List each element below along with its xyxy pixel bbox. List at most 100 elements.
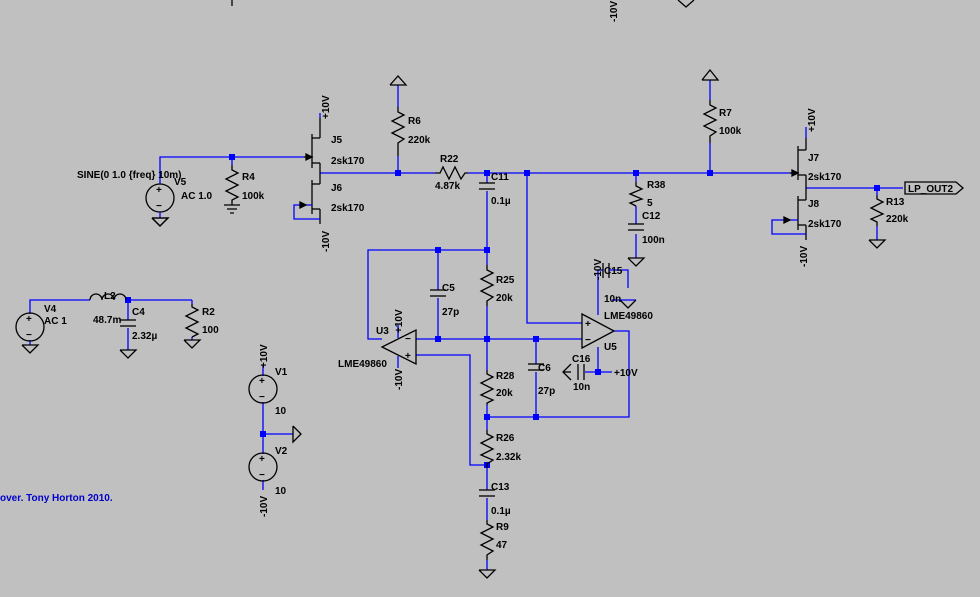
resistor-r25[interactable]: R25 20k: [479, 265, 515, 306]
jfet-j5[interactable]: +10V J5 2sk170: [304, 95, 365, 173]
capacitor-c12[interactable]: C12 100n: [628, 211, 665, 246]
r28-value: 20k: [496, 388, 513, 399]
voltage-source-v5[interactable]: + − SINE(0 1.0 {freq} 10m) V5 AC 1.0: [77, 170, 213, 227]
c12-value: 100n: [642, 235, 665, 246]
u3-plus: +: [405, 351, 411, 362]
v5-value: AC 1.0: [181, 191, 213, 202]
c5-value: 27p: [442, 307, 459, 318]
opamp-u5[interactable]: + − U5 LME49860: [581, 311, 653, 353]
r26-value: 2.32k: [496, 452, 521, 463]
resistor-r26[interactable]: R26 2.32k: [479, 430, 521, 468]
r22-ref: R22: [440, 154, 459, 165]
r26-ref: R26: [496, 433, 515, 444]
l2-ref: L2: [104, 291, 116, 302]
v1-supply: +10V: [259, 344, 270, 368]
c16-supply: +10V: [614, 368, 638, 379]
c4-value: 2.32µ: [132, 331, 157, 342]
capacitor-c16[interactable]: C16 10n +10V: [562, 354, 638, 393]
inductor-l2[interactable]: L2 48.7m: [89, 291, 128, 326]
capacitor-c13[interactable]: C13 0.1µ: [479, 482, 511, 517]
resistor-r4[interactable]: R4 100k: [224, 165, 265, 214]
u5-value: LME49860: [604, 311, 653, 322]
v2-ref: V2: [275, 446, 288, 457]
j7-value: 2sk170: [808, 172, 842, 183]
c15-value: 10n: [604, 294, 621, 305]
r4-value: 100k: [242, 191, 265, 202]
v1-value: 10: [275, 406, 287, 417]
svg-text:−: −: [156, 201, 162, 212]
r6-value: 220k: [408, 135, 431, 146]
u3-supply-top: +10V: [394, 309, 405, 333]
c6-ref: C6: [538, 363, 551, 374]
opamp-u3[interactable]: − + +10V -10V U3 LME49860: [338, 309, 417, 390]
c12-ref: C12: [642, 211, 661, 222]
resistor-r13[interactable]: R13 220k: [869, 195, 909, 226]
v5-ref: V5: [174, 177, 187, 188]
svg-text:−: −: [26, 330, 32, 341]
resistor-r38[interactable]: R38 5: [628, 180, 666, 209]
capacitor-c15[interactable]: -10V C15 10n: [593, 259, 637, 309]
j8-supply: -10V: [799, 246, 810, 267]
capacitor-c5[interactable]: C5 27p: [430, 283, 459, 318]
voltage-source-v1[interactable]: + − +10V V1 10: [248, 344, 288, 417]
capacitor-c6[interactable]: C6 27p: [528, 363, 555, 397]
j5-value: 2sk170: [331, 156, 365, 167]
v2-supply: -10V: [259, 496, 270, 517]
jfet-j7[interactable]: +10V J7 2sk170: [790, 108, 842, 190]
j8-value: 2sk170: [808, 219, 842, 230]
resistor-r2[interactable]: R2 100: [184, 304, 219, 338]
c15-ref: C15: [604, 266, 623, 277]
c15-supply: -10V: [593, 259, 604, 280]
wires: [29, 80, 903, 570]
resistor-r7[interactable]: R7 100k: [702, 100, 742, 143]
u5-minus: −: [585, 335, 591, 346]
v5-source: SINE(0 1.0 {freq} 10m): [77, 170, 182, 181]
u3-supply-bottom: -10V: [394, 369, 405, 390]
r38-ref: R38: [647, 180, 666, 191]
r2-ref: R2: [202, 307, 215, 318]
svg-text:−: −: [259, 470, 265, 481]
capacitor-c11[interactable]: C11 0.1µ: [479, 172, 511, 207]
j7-supply: +10V: [807, 108, 818, 132]
r7-value: 100k: [719, 126, 742, 137]
junctions: [125, 154, 880, 468]
l2-value: 48.7m: [93, 315, 121, 326]
u5-ref: U5: [604, 342, 617, 353]
j6-ref: J6: [331, 183, 343, 194]
j5-ref: J5: [331, 135, 343, 146]
resistor-r28[interactable]: R28 20k: [479, 370, 515, 405]
svg-text:+: +: [26, 314, 32, 325]
j6-supply: -10V: [321, 231, 332, 252]
top-cut-supply-label: -10V: [609, 1, 620, 22]
jfet-j8[interactable]: -10V J8 2sk170: [771, 190, 842, 267]
v2-value: 10: [275, 486, 287, 497]
ground-symbols: [119, 68, 887, 579]
author-note: over. Tony Horton 2010.: [0, 493, 113, 504]
svg-text:+: +: [259, 376, 265, 387]
r4-ref: R4: [242, 172, 255, 183]
r9-ref: R9: [496, 522, 509, 533]
r2-value: 100: [202, 325, 219, 336]
c13-ref: C13: [491, 482, 510, 493]
capacitor-c4[interactable]: C4 2.32µ: [120, 307, 157, 342]
top-fragments: -10V: [231, 0, 695, 22]
u3-ref: U3: [376, 326, 389, 337]
v4-ref: V4: [44, 304, 57, 315]
resistor-r6[interactable]: R6 220k: [390, 107, 431, 156]
jfet-j6[interactable]: -10V J6 2sk170: [293, 173, 365, 252]
voltage-source-v2[interactable]: + − -10V V2 10: [248, 446, 288, 517]
u3-value: LME49860: [338, 359, 387, 370]
c16-ref: C16: [572, 354, 591, 365]
r7-ref: R7: [719, 108, 732, 119]
resistor-r9[interactable]: R9 47: [479, 520, 509, 560]
u3-minus: −: [405, 334, 411, 345]
voltage-source-v4[interactable]: + − V4 AC 1: [15, 304, 67, 354]
j6-value: 2sk170: [331, 203, 365, 214]
v4-value: AC 1: [44, 316, 67, 327]
resistor-r22[interactable]: R22 4.87k: [435, 154, 468, 192]
net-label-lp-out2[interactable]: LP_OUT2: [904, 181, 964, 195]
v1-ref: V1: [275, 367, 288, 378]
c11-ref: C11: [491, 172, 509, 183]
svg-text:+: +: [156, 185, 162, 196]
j8-ref: J8: [808, 199, 820, 210]
